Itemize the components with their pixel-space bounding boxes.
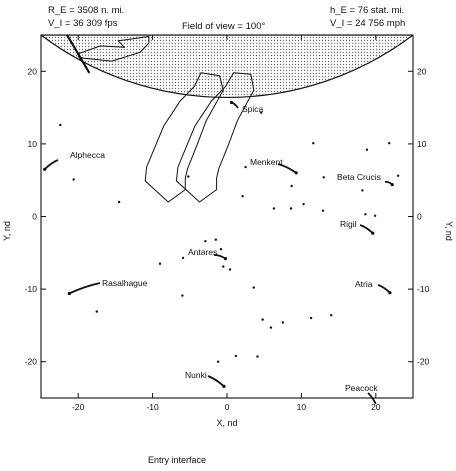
background-star (158, 262, 162, 265)
y-tick-label-left: 20 (28, 66, 38, 76)
background-star (321, 209, 325, 212)
leader-rigil (359, 224, 374, 234)
background-star (241, 195, 244, 198)
leader-menkent (277, 163, 297, 174)
x-tick-label: 20 (371, 402, 381, 412)
background-star (117, 200, 121, 204)
background-star (216, 360, 220, 363)
background-star (59, 123, 62, 127)
background-star (289, 207, 293, 210)
star-label-menkent: Menkent (250, 157, 283, 167)
background-star (187, 175, 190, 178)
horizon-pointer-line (66, 35, 91, 74)
background-star (95, 310, 99, 313)
y-tick-label-left: 0 (32, 212, 37, 222)
y-tick-label-left: -20 (25, 357, 38, 367)
y-tick-label-right: -10 (417, 284, 430, 294)
background-star (244, 165, 247, 169)
leader-beta-crucis (384, 180, 393, 186)
background-star (364, 213, 367, 216)
background-star (309, 316, 313, 320)
vi-fps-value: V_I = 36 309 fps (48, 18, 118, 29)
leader-nunki (207, 375, 225, 388)
y-tick-label-right: -20 (417, 357, 430, 367)
x-tick-label: -20 (72, 402, 85, 412)
star-label-alphecca: Alphecca (70, 150, 105, 160)
leader-atria (377, 284, 391, 294)
background-star (322, 176, 325, 179)
background-star (261, 318, 264, 321)
background-star (388, 142, 391, 145)
leader-peacock (367, 392, 377, 405)
background-star (312, 142, 315, 145)
leader-alphecca (44, 159, 59, 170)
background-star (373, 214, 377, 217)
y-tick-label-left: -10 (25, 284, 38, 294)
y-axis-label-left: Y, nd (2, 221, 12, 241)
leader-rasalhague (68, 282, 101, 295)
background-star (330, 314, 333, 317)
spacecraft-outline-top (77, 35, 150, 62)
y-tick-label-right: 10 (417, 139, 427, 149)
entry-interface-legend: Entry interface (148, 455, 206, 465)
background-star (228, 268, 232, 271)
background-star (214, 238, 217, 241)
y-tick-label-left: 10 (28, 139, 38, 149)
star-label-peacock: Peacock (345, 383, 378, 393)
star-label-spica: Spica (242, 104, 264, 114)
background-star (361, 189, 364, 192)
background-star (302, 203, 305, 206)
field-of-view-label: Field of view = 100° (182, 21, 266, 32)
re-value: R_E = 3508 n. mi. (48, 5, 125, 16)
star-label-rasalhague: Rasalhague (102, 278, 148, 288)
background-star (272, 207, 276, 210)
x-tick-label: 0 (225, 402, 230, 412)
vi-mph-value: V_I = 24 756 mph (330, 18, 406, 29)
background-star (290, 184, 293, 188)
background-star (204, 240, 207, 243)
star-label-antares: Antares (188, 247, 217, 257)
x-axis-label: X, nd (216, 418, 237, 428)
background-star (396, 174, 400, 177)
background-star (365, 148, 369, 151)
background-star (72, 178, 75, 181)
background-star (256, 355, 259, 358)
star-label-beta-crucis: Beta Crucis (337, 172, 381, 182)
x-tick-label: -10 (146, 402, 159, 412)
x-tick-label: 10 (297, 402, 307, 412)
background-star (260, 111, 263, 114)
background-star (269, 326, 273, 329)
background-star (252, 286, 255, 289)
leader-spica (231, 101, 239, 109)
background-star (219, 248, 223, 251)
y-tick-label-right: 20 (417, 66, 427, 76)
star-label-nunki: Nunki (185, 370, 207, 380)
spacecraft-window-outline-right (175, 72, 255, 203)
star-label-atria: Atria (355, 279, 373, 289)
he-value: h_E = 76 stat. mi. (330, 5, 405, 16)
y-axis-label-right: Y, nd (444, 221, 454, 241)
star-label-rigil: Rigil (340, 219, 357, 229)
background-star (181, 294, 184, 297)
entry-interface-horizon (41, 35, 413, 99)
background-star (234, 354, 238, 358)
background-star (222, 265, 225, 268)
background-star (281, 321, 284, 324)
background-star (181, 256, 185, 260)
y-tick-label-right: 0 (417, 212, 422, 222)
leader-antares (213, 254, 226, 260)
